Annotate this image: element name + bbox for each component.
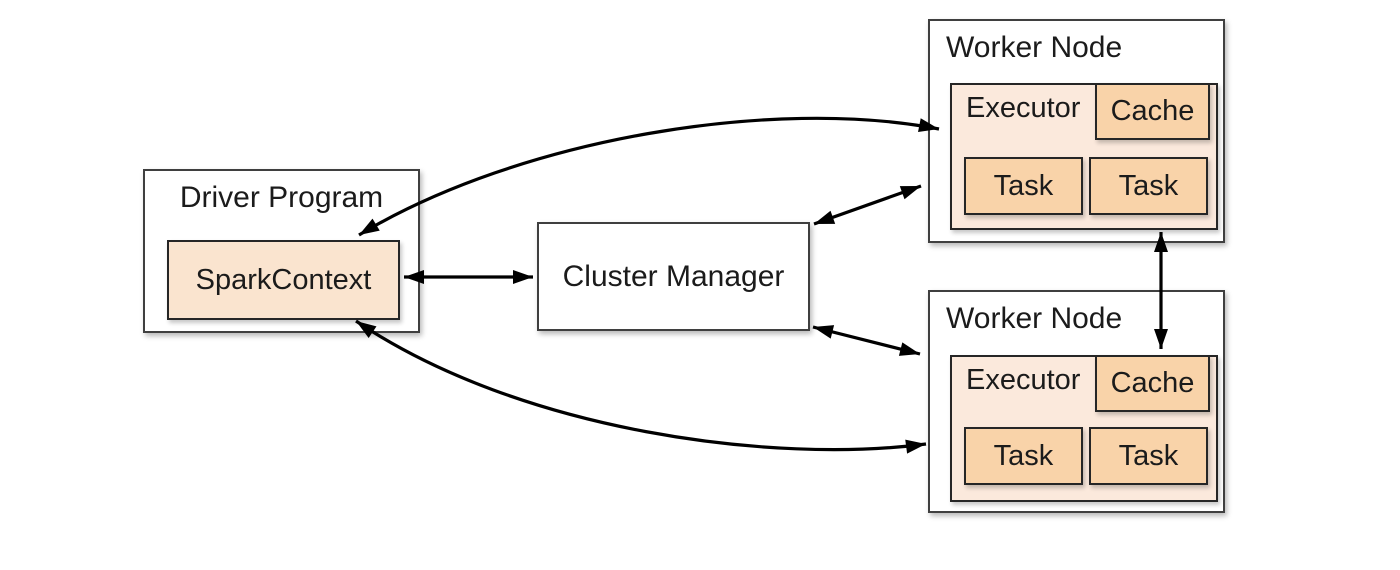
worker-node-2-task-1-label: Task (993, 439, 1054, 472)
worker-node-2-task-box: Task (1089, 427, 1208, 485)
worker-node-1-executor-label: Executor (966, 92, 1081, 124)
worker-node-1-executor-box: Executor Cache Task Task (950, 83, 1218, 230)
worker-node-2-task-box: Task (964, 427, 1083, 485)
edge-sparkcontext-worker2 (355, 319, 927, 454)
worker-node-2-box: Worker Node Executor Cache Task Task (928, 290, 1225, 513)
worker-node-1-task-2-label: Task (1118, 169, 1179, 202)
worker-node-1-task-box: Task (1089, 157, 1208, 215)
cluster-manager-box: Cluster Manager (537, 222, 810, 331)
worker-node-1-cache-box: Cache (1095, 83, 1210, 140)
driver-program-box: Driver Program SparkContext (143, 169, 420, 333)
spark-context-label: SparkContext (195, 263, 372, 296)
worker-node-1-task-1-label: Task (993, 169, 1054, 202)
worker-node-1-cache-label: Cache (1110, 95, 1195, 127)
worker-node-2-executor-box: Executor Cache Task Task (950, 355, 1218, 502)
worker-node-2-cache-label: Cache (1110, 367, 1195, 399)
edge-clustermanager-worker2 (812, 325, 921, 356)
worker-node-2-title: Worker Node (946, 302, 1123, 335)
worker-node-2-executor-label: Executor (966, 364, 1081, 396)
worker-node-1-title: Worker Node (946, 31, 1123, 64)
edge-sparkcontext-worker1 (358, 116, 940, 237)
spark-context-box: SparkContext (167, 240, 400, 320)
worker-node-1-task-box: Task (964, 157, 1083, 215)
cluster-manager-label: Cluster Manager (562, 259, 785, 293)
driver-program-title: Driver Program (179, 181, 384, 214)
worker-node-2-cache-box: Cache (1095, 355, 1210, 412)
worker-node-2-task-2-label: Task (1118, 439, 1179, 472)
worker-node-1-box: Worker Node Executor Cache Task Task (928, 19, 1225, 243)
edge-clustermanager-worker1 (813, 184, 922, 226)
